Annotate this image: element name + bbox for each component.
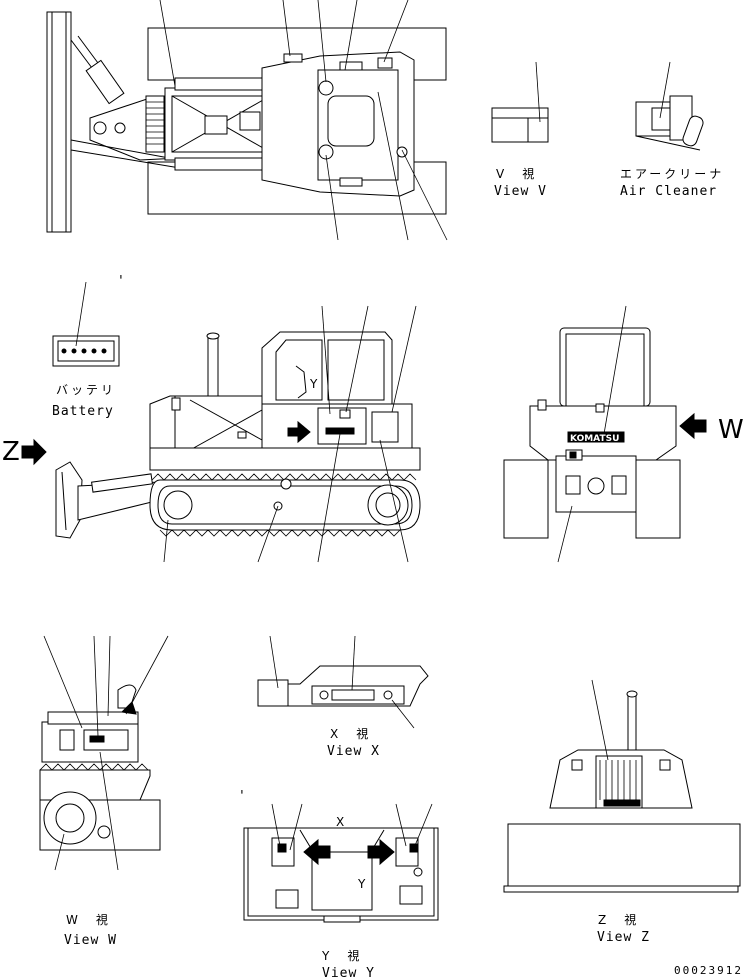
tick-mark: ' [238, 789, 247, 804]
view-z-label: View Z [597, 930, 650, 945]
battery-label: Battery [52, 404, 114, 419]
battery-detail: ' バッテリ Battery [52, 274, 126, 419]
arrow-z-letter: Z [2, 437, 20, 467]
view-y-label: View Y [322, 966, 375, 979]
tick-mark: ' [117, 274, 126, 289]
view-z-detail: Z 視 View Z [503, 679, 741, 945]
view-w-jp-label: W 視 [66, 912, 111, 927]
rear-view-dozer: KOMATSU W [503, 305, 744, 563]
arrow-w-icon [679, 412, 707, 440]
rear-brand-label: KOMATSU [570, 434, 619, 444]
view-y-detail: ' X Y Y 視 View Y [238, 789, 439, 979]
arrow-w-letter: W [718, 415, 744, 445]
view-v-label: View V [494, 184, 547, 199]
top-view-dozer [46, 0, 448, 241]
view-z-jp-label: Z 視 [598, 912, 639, 927]
side-window-letter: Y [309, 377, 320, 391]
view-x-detail: X 視 View X [257, 635, 429, 759]
arrow-left-icon [303, 838, 331, 866]
view-w-detail: W 視 View W [39, 635, 169, 948]
arrow-y-icon [287, 420, 311, 444]
view-w-label: View W [64, 933, 117, 948]
side-view-dozer: Z Y [2, 305, 421, 563]
air-cleaner-label: Air Cleaner [620, 184, 717, 199]
view-v-jp-label: V 視 [496, 166, 537, 181]
view-v-detail: V 視 View V [491, 61, 549, 199]
view-y-cab-letter-x: X [336, 815, 347, 829]
view-x-jp-label: X 視 [330, 726, 371, 741]
arrow-right-icon [367, 838, 395, 866]
air-cleaner-detail: エアークリーナ Air Cleaner [620, 61, 724, 199]
view-y-jp-label: Y 視 [321, 948, 362, 963]
arrow-z-icon [21, 438, 47, 466]
drawing-number: 00023912 [674, 964, 743, 977]
view-x-label: View X [327, 744, 380, 759]
battery-jp-label: バッテリ [56, 383, 116, 397]
air-cleaner-jp-label: エアークリーナ [620, 167, 724, 181]
view-y-cab-letter-y: Y [357, 877, 368, 891]
